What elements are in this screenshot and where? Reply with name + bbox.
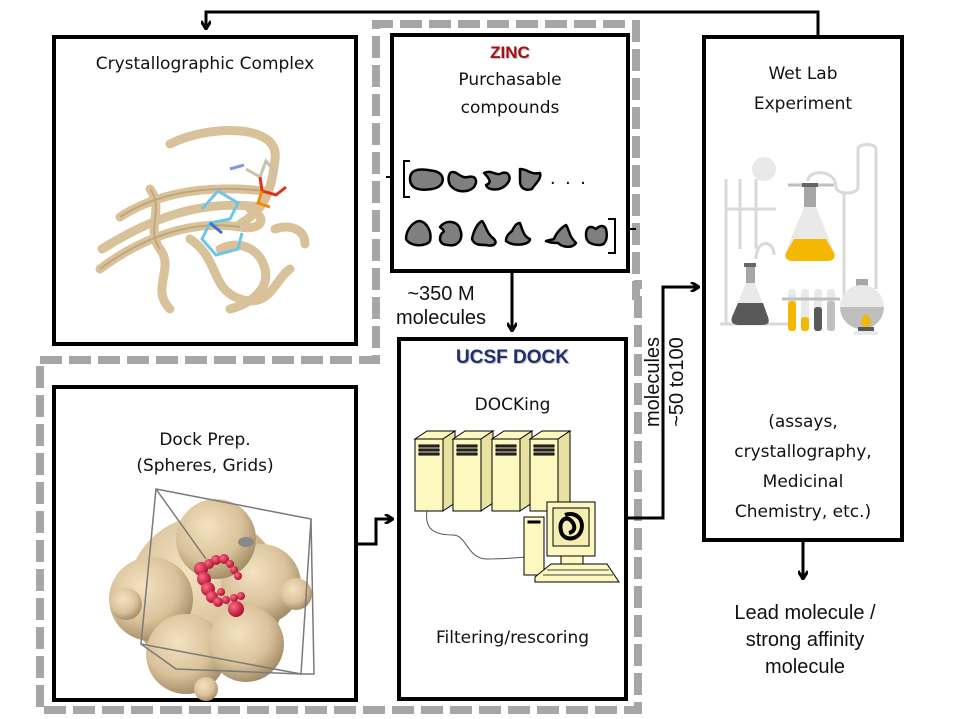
wetlab-detail-4: Chemistry, etc.) bbox=[734, 502, 872, 522]
wetlab-detail-3: Medicinal bbox=[762, 472, 844, 492]
dock-prep-title-1: Dock Prep. bbox=[159, 430, 251, 450]
protein-surface-icon bbox=[109, 488, 315, 701]
server-tower-1 bbox=[413, 430, 457, 512]
edge-label-dock-to-wetlab-line2: molecules bbox=[642, 336, 664, 428]
lab-glassware-icon bbox=[720, 143, 884, 335]
dashed-region-bottom bbox=[36, 280, 642, 714]
dock-prep-title-2: (Spheres, Grids) bbox=[136, 456, 274, 476]
molecule-shapes-icon bbox=[403, 160, 616, 254]
dock-subtitle: DOCKing bbox=[474, 395, 551, 415]
edge-label-zinc-to-dock: ~350 M molecules bbox=[384, 282, 498, 330]
server-tower-3 bbox=[490, 430, 534, 512]
edge-prep-to-dock bbox=[358, 519, 392, 546]
node-dock-prep[interactable]: Dock Prep. (Spheres, Grids) bbox=[52, 385, 358, 702]
server-tower-2 bbox=[451, 430, 495, 512]
edge-wetlab-to-crystal bbox=[206, 10, 820, 36]
wetlab-detail-1: (assays, bbox=[768, 412, 838, 432]
zinc-brand: ZINC bbox=[490, 43, 530, 62]
edge-label-dock-to-wetlab-line1: ~50 to100 bbox=[666, 337, 688, 427]
dock-brand: UCSF DOCK bbox=[456, 347, 569, 368]
flask-yellow bbox=[785, 183, 835, 261]
dock-footer: Filtering/rescoring bbox=[435, 628, 590, 648]
outcome-line1: Lead molecule / bbox=[734, 602, 876, 624]
flask-dark bbox=[731, 263, 769, 325]
crystal-title: Crystallographic Complex bbox=[95, 54, 315, 74]
flask-round bbox=[840, 279, 884, 329]
wetlab-title-2: Experiment bbox=[753, 94, 853, 114]
edge-label-dock-to-wetlab: molecules ~50 to100 bbox=[641, 272, 689, 492]
edge-label-zinc-to-dock-line1: ~350 M bbox=[407, 283, 475, 305]
test-tubes bbox=[782, 289, 840, 331]
edge-dock-to-wetlab bbox=[626, 287, 698, 520]
node-ucsf-dock[interactable]: UCSF DOCK DOCKing bbox=[397, 337, 628, 701]
node-zinc[interactable]: ZINC Purchasable compounds . . . bbox=[390, 33, 630, 273]
outcome-label: Lead molecule / strong affinity molecule bbox=[700, 600, 910, 681]
edge-label-zinc-to-dock-line2: molecules bbox=[395, 307, 487, 329]
zinc-ellipsis: . . . bbox=[550, 167, 588, 189]
node-crystallographic-complex[interactable]: Crystallographic Complex bbox=[52, 35, 358, 346]
zinc-subtitle-1: Purchasable bbox=[458, 70, 562, 90]
protein-ribbon-icon bbox=[95, 126, 310, 314]
server-cluster-icon bbox=[413, 430, 620, 583]
dashed-region-top bbox=[40, 20, 640, 364]
wetlab-detail-2: crystallography, bbox=[734, 442, 872, 462]
server-tower-4 bbox=[528, 430, 572, 512]
outcome-line3: molecule bbox=[764, 656, 846, 678]
wetlab-title-1: Wet Lab bbox=[768, 64, 838, 84]
burner bbox=[854, 315, 878, 335]
zinc-subtitle-2: compounds bbox=[460, 98, 560, 118]
node-wet-lab[interactable]: Wet Lab Experiment bbox=[702, 35, 904, 542]
outcome-line2: strong affinity bbox=[745, 629, 865, 651]
